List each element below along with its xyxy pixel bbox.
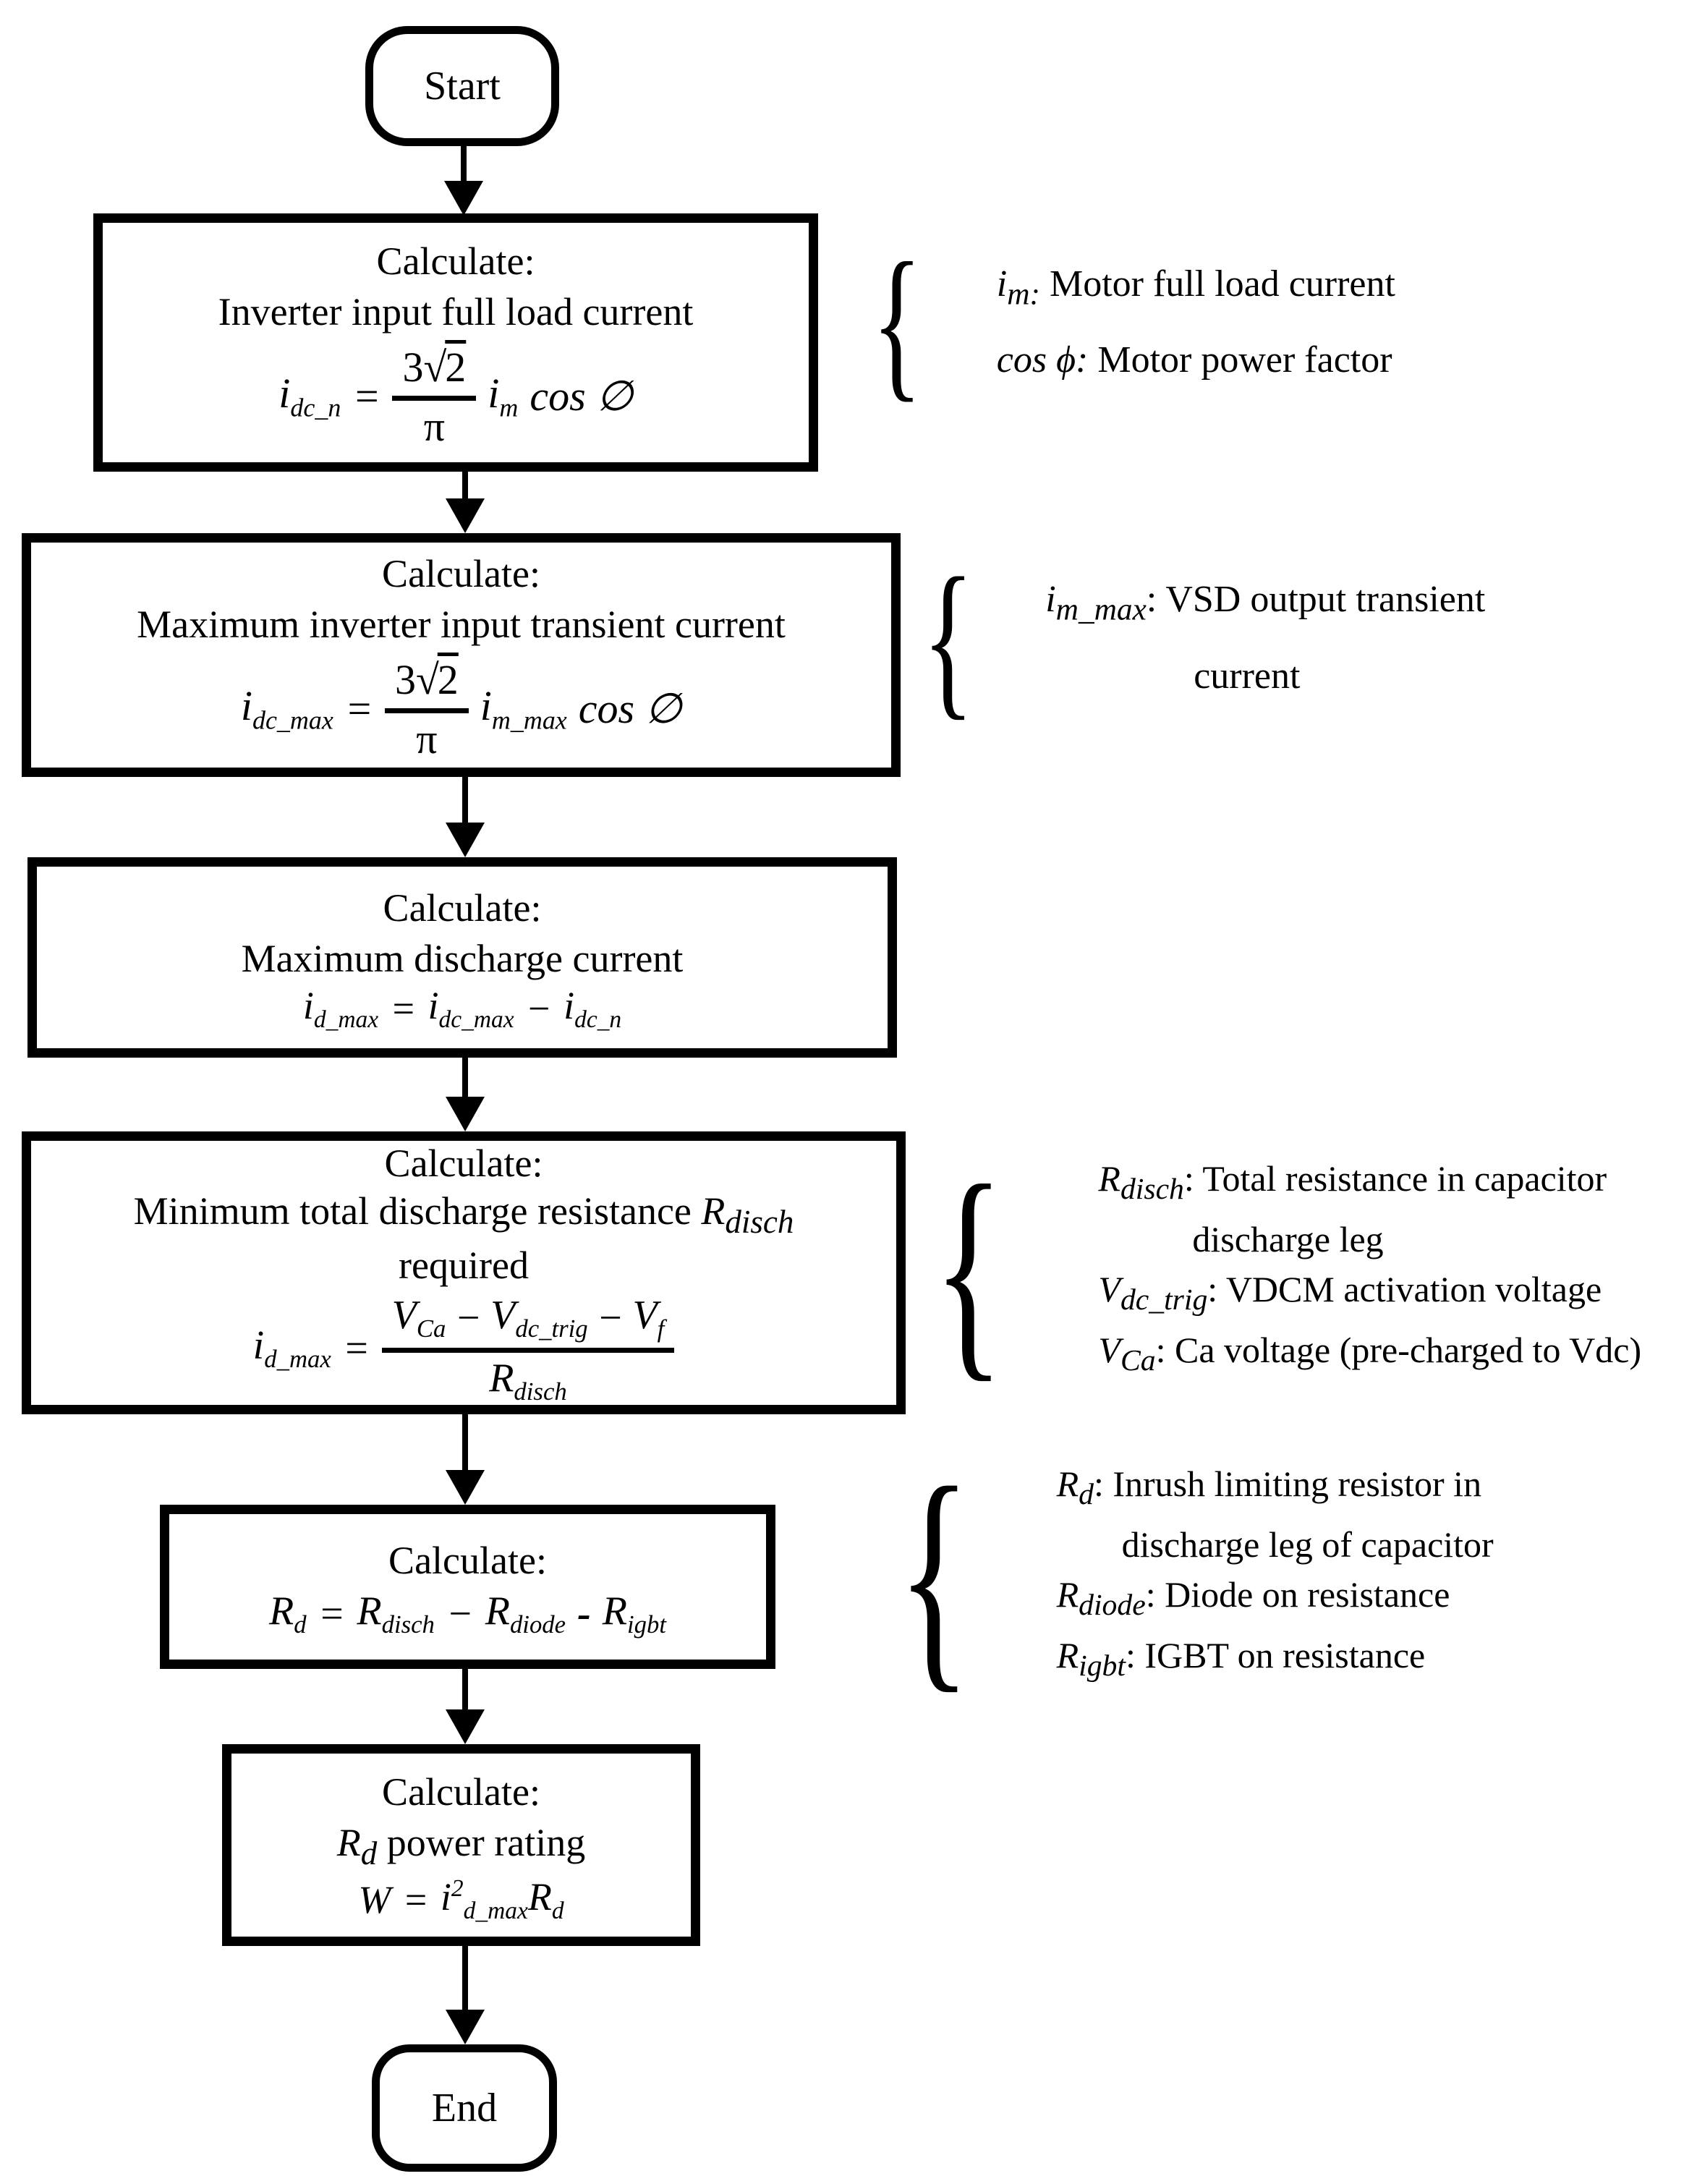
end-label: End [431,2086,498,2130]
formula-idc-max: idc_max = 3√2 π im_max cos ∅ [240,656,682,763]
fraction: 3√2 π [384,656,469,762]
box-title: Calculate: [382,1769,540,1814]
box-subtitle: Maximum inverter input transient current [137,603,786,647]
process-box-rd: Calculate: Rd = Rdisch − Rdiode - Rigbt [160,1505,775,1669]
note-line: Rdisch: Total resistance in capacitor [1098,1157,1607,1206]
arrow-line [462,1414,468,1476]
arrow-head-icon [446,498,485,533]
formula-idc-n: idc_n = 3√2 π im cos ∅ [278,344,633,451]
arrow-head-icon [446,823,485,857]
arrow-line [461,145,467,187]
arrow-line [462,472,468,504]
box-title: Calculate: [376,239,535,283]
arrow-line [462,1669,468,1715]
note-line: Vdc_trig: VDCM activation voltage [1098,1268,1602,1317]
note-text: im_max: VSD output transient current [1045,566,1485,709]
box-title: Calculate: [383,885,542,930]
process-box-min-total-discharge-resistance: Calculate: Minimum total discharge resis… [22,1131,906,1414]
flow-arrow-4 [446,1058,485,1131]
box-subtitle: Maximum discharge current [241,937,684,981]
annotation-note-1: { im: Motor full load current cos ϕ: Mot… [872,227,1395,416]
note-line: cos ϕ: Motor power factor [996,339,1392,381]
arrow-head-icon [446,1709,485,1744]
curly-brace-icon: { [872,227,922,416]
box-title: Calculate: [384,1142,543,1186]
formula-rdisch: id_max = VCa − Vdc_trig − Vf Rdisch [253,1293,675,1406]
note-text: im: Motor full load current cos ϕ: Motor… [997,251,1395,394]
note-line: im: Motor full load current [996,263,1395,312]
annotation-note-3: { Rdisch: Total resistance in capacitor … [933,1137,1641,1402]
fraction: VCa − Vdc_trig − Vf Rdisch [381,1293,675,1406]
arrow-head-icon [446,1097,485,1131]
box-subtitle: Minimum total discharge resistance Rdisc… [133,1189,794,1240]
radical-icon: √ [423,344,447,391]
box-subtitle: Rd power rating [336,1820,586,1871]
arrow-head-icon [444,181,483,216]
formula-power-rating: W = i2d_maxRd [358,1875,564,1925]
formula-rd: Rd = Rdisch − Rdiode - Rigbt [269,1589,666,1639]
start-label: Start [424,64,501,109]
start-node: Start [365,26,559,146]
note-line: discharge leg [1192,1218,1384,1259]
formula-id-max: id_max = idc_max − idc_n [302,984,622,1033]
end-node: End [372,2044,557,2172]
note-line: discharge leg of capacitor [1121,1524,1494,1565]
note-line: Rigbt: IGBT on resistance [1056,1635,1426,1683]
process-box-inverter-input-full-load-current: Calculate: Inverter input full load curr… [93,213,818,472]
note-line: current [1194,655,1301,697]
note-line: VCa: Ca voltage (pre-charged to Vdc) [1098,1329,1642,1377]
flow-arrow-7 [446,1946,485,2044]
process-box-rd-power-rating: Calculate: Rd power rating W = i2d_maxRd [222,1744,700,1946]
radical-icon: √ [415,656,439,704]
arrow-line [462,777,468,828]
box-title: Calculate: [382,551,540,595]
arrow-head-icon [446,1470,485,1505]
curly-brace-icon: { [933,1137,1005,1402]
note-text: Rd: Inrush limiting resistor in discharg… [1057,1459,1494,1691]
flow-arrow-6 [446,1669,485,1744]
annotation-note-2: { im_max: VSD output transient current [922,541,1485,734]
box-subtitle: Inverter input full load current [218,290,694,334]
arrow-head-icon [446,2010,485,2044]
note-line: im_max: VSD output transient [1045,579,1486,627]
note-line: Rdiode: Diode on resistance [1056,1574,1450,1622]
process-box-max-discharge-current: Calculate: Maximum discharge current id_… [27,857,897,1058]
flow-arrow-1 [444,145,483,216]
flow-arrow-3 [446,777,485,857]
arrow-line [462,1058,468,1102]
arrow-line [462,1946,468,2015]
note-line: Rd: Inrush limiting resistor in [1056,1463,1482,1511]
note-text: Rdisch: Total resistance in capacitor di… [1098,1154,1641,1386]
process-box-max-inverter-input-transient-current: Calculate: Maximum inverter input transi… [22,533,901,777]
curly-brace-icon: { [897,1437,971,1714]
box-title: Calculate: [388,1539,547,1583]
flow-arrow-2 [446,472,485,533]
curly-brace-icon: { [922,541,974,734]
fraction: 3√2 π [392,344,477,449]
box-subtitle-2: required [399,1243,529,1287]
flow-arrow-5 [446,1414,485,1505]
annotation-note-4: { Rd: Inrush limiting resistor in discha… [897,1437,1494,1714]
